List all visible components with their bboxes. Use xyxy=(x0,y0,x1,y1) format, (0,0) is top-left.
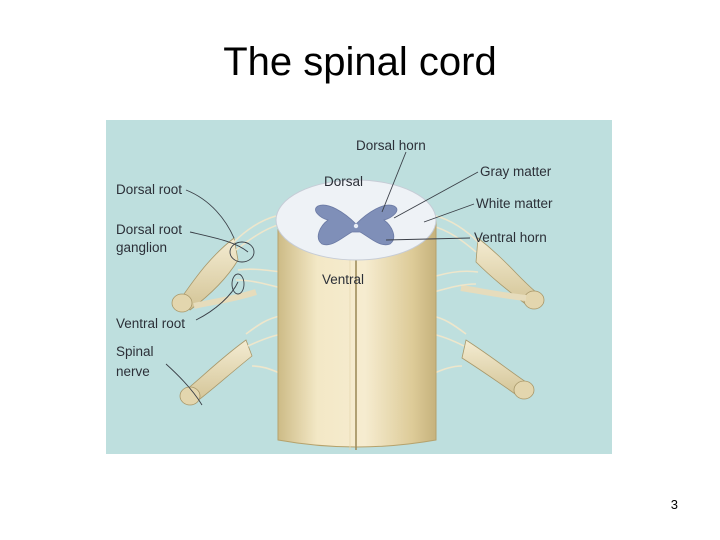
label-gray-matter: Gray matter xyxy=(480,164,552,179)
label-dorsal: Dorsal xyxy=(324,174,363,189)
label-dorsal-root-ganglion-1: Dorsal root xyxy=(116,222,182,237)
label-ventral: Ventral xyxy=(322,272,364,287)
label-white-matter: White matter xyxy=(476,196,553,211)
label-spinal-nerve-1: Spinal xyxy=(116,344,154,359)
label-spinal-nerve-2: nerve xyxy=(116,364,150,379)
label-dorsal-root: Dorsal root xyxy=(116,182,182,197)
label-dorsal-root-ganglion-2: ganglion xyxy=(116,240,167,255)
label-ventral-root: Ventral root xyxy=(116,316,185,331)
leader-lines xyxy=(165,151,479,406)
lower-spinal-nerves xyxy=(179,339,535,406)
label-dorsal-horn: Dorsal horn xyxy=(356,138,426,153)
slide-title: The spinal cord xyxy=(223,40,497,84)
spinal-cord-illustration: Dorsal horn Gray matter Dorsal White mat… xyxy=(106,120,612,454)
label-ventral-horn: Ventral horn xyxy=(474,230,547,245)
white-matter-cross-section xyxy=(275,179,437,261)
page-number: 3 xyxy=(670,497,678,512)
upper-spinal-nerves xyxy=(171,237,545,313)
spinal-cord-column xyxy=(277,219,437,448)
spinal-cord-diagram: Dorsal horn Gray matter Dorsal White mat… xyxy=(106,120,612,454)
upper-rootlets xyxy=(233,215,479,293)
